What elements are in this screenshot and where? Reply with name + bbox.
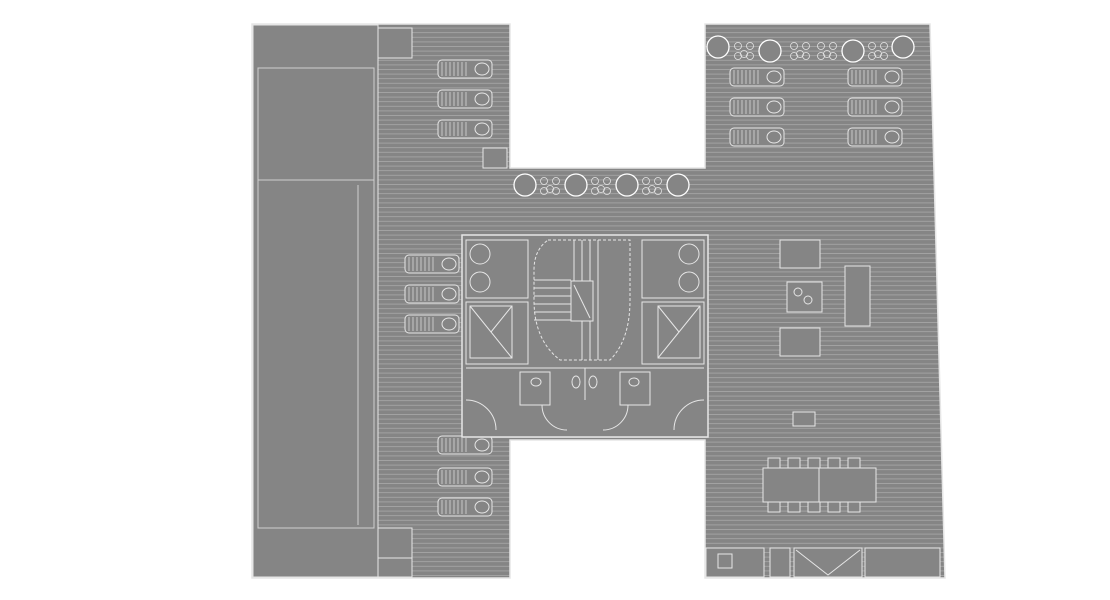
core-building bbox=[461, 234, 709, 438]
sun-lounger bbox=[404, 284, 460, 304]
sun-lounger bbox=[437, 119, 493, 139]
sun-lounger bbox=[404, 314, 460, 334]
tree bbox=[758, 39, 782, 63]
sun-lounger bbox=[729, 127, 785, 147]
sun-lounger bbox=[437, 59, 493, 79]
shrub-planter bbox=[540, 177, 560, 195]
shrub-planter bbox=[734, 42, 754, 60]
tree bbox=[891, 35, 915, 59]
sun-lounger bbox=[437, 435, 493, 455]
tree bbox=[513, 173, 537, 197]
service-rooms bbox=[705, 547, 941, 578]
shrub-planter bbox=[591, 177, 611, 195]
planter-trees bbox=[513, 35, 915, 197]
shrub-planter bbox=[790, 42, 810, 60]
tree bbox=[615, 173, 639, 197]
tree bbox=[706, 35, 730, 59]
tree bbox=[564, 173, 588, 197]
tree bbox=[841, 39, 865, 63]
sun-lounger bbox=[847, 97, 903, 117]
stairwell bbox=[533, 239, 631, 361]
sun-lounger bbox=[847, 127, 903, 147]
shrub-planter bbox=[642, 177, 662, 195]
sun-lounger bbox=[847, 67, 903, 87]
sun-lounger bbox=[729, 97, 785, 117]
sun-lounger bbox=[404, 254, 460, 274]
shrub-planter bbox=[817, 42, 837, 60]
elevator-right bbox=[641, 301, 705, 365]
restrooms bbox=[465, 367, 705, 431]
sun-loungers bbox=[404, 59, 903, 517]
tree bbox=[666, 173, 690, 197]
shrub-planter bbox=[868, 42, 888, 60]
sun-lounger bbox=[437, 89, 493, 109]
pool bbox=[252, 24, 508, 578]
sun-lounger bbox=[437, 497, 493, 517]
elevator-left bbox=[465, 301, 529, 365]
lounge-area bbox=[779, 239, 871, 427]
sun-lounger bbox=[729, 67, 785, 87]
sun-lounger bbox=[437, 467, 493, 487]
dining-table bbox=[762, 457, 877, 513]
